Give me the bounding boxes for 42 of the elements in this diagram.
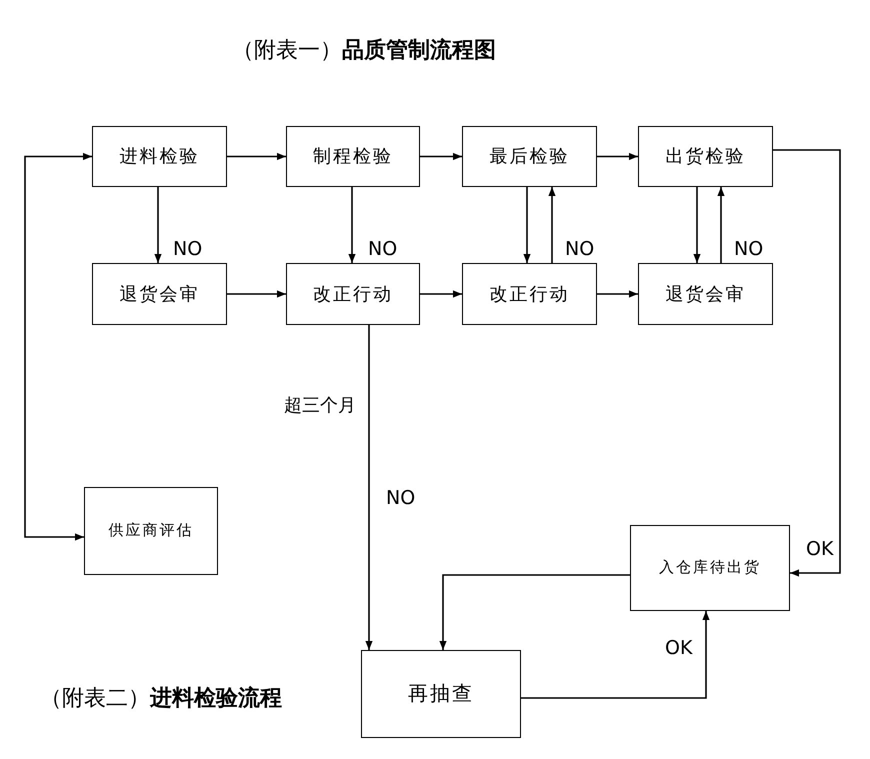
box-label: 进料检验	[120, 145, 200, 168]
arrow	[439, 574, 630, 650]
process-box	[638, 263, 773, 325]
arrow	[773, 149, 841, 577]
section-heading: （附表二）进料检验流程	[40, 684, 282, 712]
process-box	[84, 487, 218, 575]
arrow	[24, 152, 92, 541]
box-label: 改正行动	[313, 282, 393, 306]
box-label: 退货会审	[666, 282, 746, 306]
arrow	[227, 290, 286, 298]
arrow	[420, 290, 462, 298]
box-label: 最后检验	[490, 145, 570, 168]
arrow	[548, 187, 556, 263]
box-label: 退货会审	[120, 282, 200, 306]
process-box	[462, 263, 597, 325]
arrow	[523, 187, 531, 263]
box-label: 入仓库待出货	[659, 558, 761, 578]
box-label: 供应商评估	[108, 521, 194, 541]
arrow	[365, 325, 373, 650]
process-box	[630, 525, 790, 611]
arrow	[348, 187, 356, 263]
arrow	[693, 187, 701, 263]
box-label: 改正行动	[490, 282, 570, 306]
arrow	[521, 611, 710, 699]
arrow	[717, 187, 725, 263]
process-box	[92, 263, 227, 325]
box-label: 制程检验	[313, 145, 393, 168]
process-box	[92, 126, 227, 187]
box-label: 出货检验	[666, 145, 746, 168]
box-label: 再抽查	[408, 682, 474, 707]
process-box	[361, 650, 521, 738]
arrow	[154, 187, 162, 263]
note-label: 超三个月	[284, 394, 356, 417]
diagram-title: （附表一）品质管制流程图	[232, 36, 496, 64]
process-box	[286, 263, 420, 325]
arrow	[420, 152, 462, 160]
process-box	[638, 126, 773, 187]
process-box	[286, 126, 420, 187]
process-box	[462, 126, 597, 187]
arrow	[597, 290, 638, 298]
arrow	[227, 152, 286, 160]
arrow	[597, 152, 638, 160]
